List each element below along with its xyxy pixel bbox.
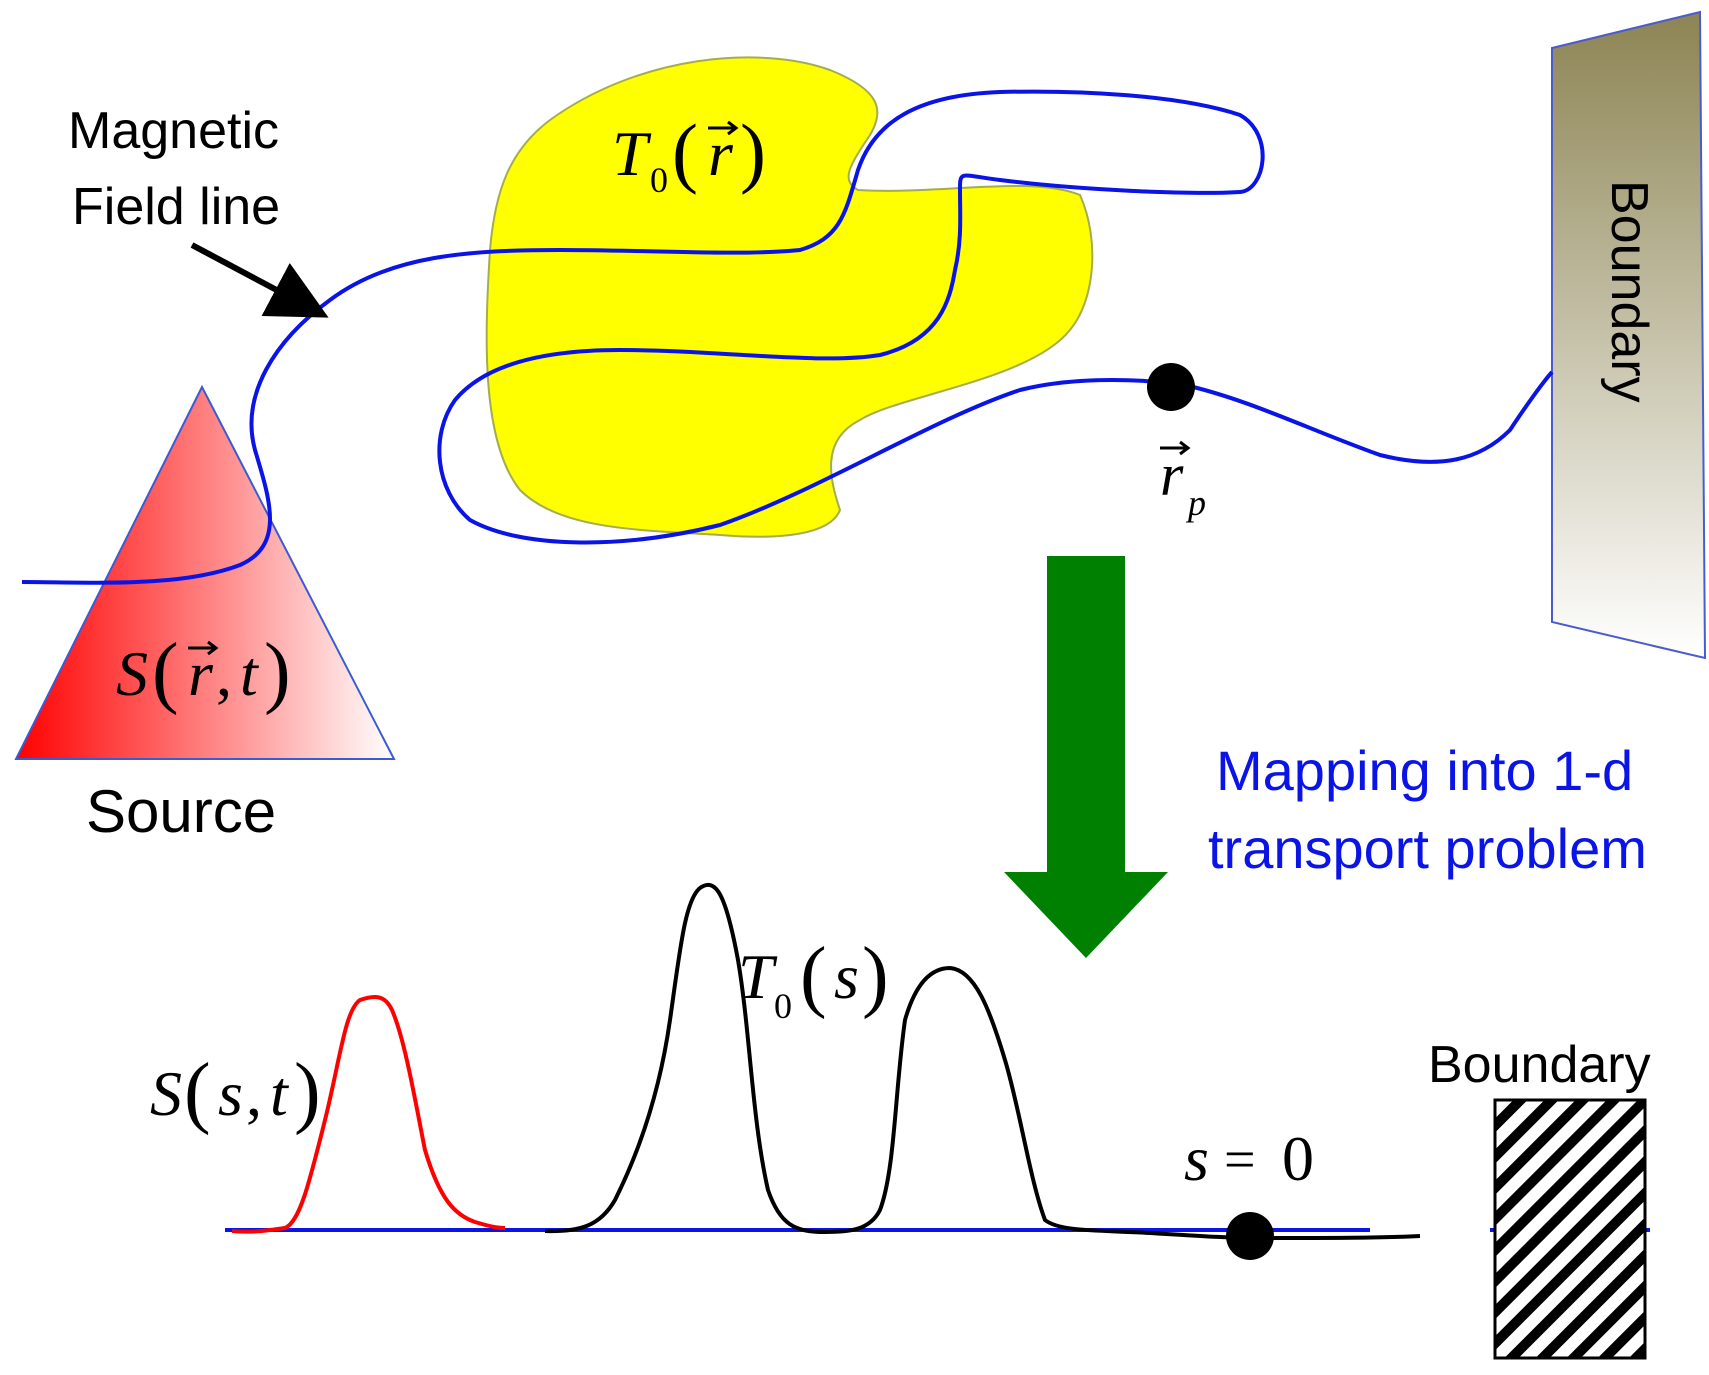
vector-arrow-icon <box>708 120 739 136</box>
svg-text:,: , <box>246 1058 262 1129</box>
svg-text:0: 0 <box>650 160 668 200</box>
svg-text:(: ( <box>184 1048 211 1136</box>
svg-text:r: r <box>188 638 214 709</box>
mapping-down-arrow <box>1004 556 1168 958</box>
svg-text:s: s <box>218 1058 243 1129</box>
svg-text:p: p <box>1185 483 1206 523</box>
mapping-text-line2: transport problem <box>1208 817 1647 880</box>
svg-text:=: = <box>1224 1129 1256 1191</box>
origin-point-marker <box>1226 1212 1274 1260</box>
boundary-slab <box>1551 10 1707 660</box>
label-mask-box <box>1370 1112 1490 1232</box>
svg-text:T: T <box>612 118 652 189</box>
temperature-label-bottom: T 0 ( s ) <box>738 932 889 1026</box>
svg-text:T: T <box>738 941 778 1012</box>
svg-text:0: 0 <box>1282 1123 1314 1194</box>
mapping-text-line1: Mapping into 1-d <box>1216 739 1633 802</box>
boundary-label-bottom: Boundary <box>1428 1036 1651 1094</box>
temperature-profile-curve <box>544 882 1421 1241</box>
source-formula-top: S ( r , t ) <box>116 628 291 716</box>
source-profile-curve <box>231 995 506 1234</box>
svg-text:t: t <box>270 1058 290 1129</box>
point-label: r p <box>1160 440 1206 523</box>
svg-text:): ) <box>294 1048 321 1136</box>
vector-arrow-icon <box>188 640 219 656</box>
source-formula-bottom: S ( s , t ) <box>150 1048 321 1136</box>
svg-text:s: s <box>834 941 859 1012</box>
svg-text:s: s <box>1184 1123 1209 1194</box>
source-caption: Source <box>86 778 276 845</box>
svg-text:r: r <box>708 118 734 189</box>
field-line-label-2: Field line <box>72 178 280 236</box>
temperature-blob <box>485 56 1094 538</box>
svg-text:): ) <box>740 108 766 195</box>
field-line-pointer-arrow <box>190 242 329 318</box>
field-line-label-1: Magnetic <box>68 102 279 160</box>
vector-arrow-icon <box>1160 440 1191 456</box>
magnetic-field-line <box>21 89 1554 585</box>
svg-text:): ) <box>264 628 291 716</box>
svg-text:S: S <box>150 1058 182 1129</box>
svg-text:(: ( <box>800 932 827 1020</box>
svg-text:S: S <box>116 638 148 709</box>
svg-text:,: , <box>216 638 232 709</box>
svg-text:(: ( <box>152 628 179 716</box>
boundary-label-top: Boundary <box>1600 180 1658 403</box>
origin-label: s = 0 <box>1184 1123 1314 1194</box>
svg-text:t: t <box>240 638 260 709</box>
boundary-block-bottom <box>1493 1098 1647 1360</box>
temperature-label-top: T 0 ( r ) <box>612 108 766 200</box>
svg-text:0: 0 <box>774 986 792 1026</box>
svg-text:): ) <box>862 932 889 1020</box>
svg-text:(: ( <box>672 108 698 195</box>
field-point-marker <box>1147 363 1195 411</box>
